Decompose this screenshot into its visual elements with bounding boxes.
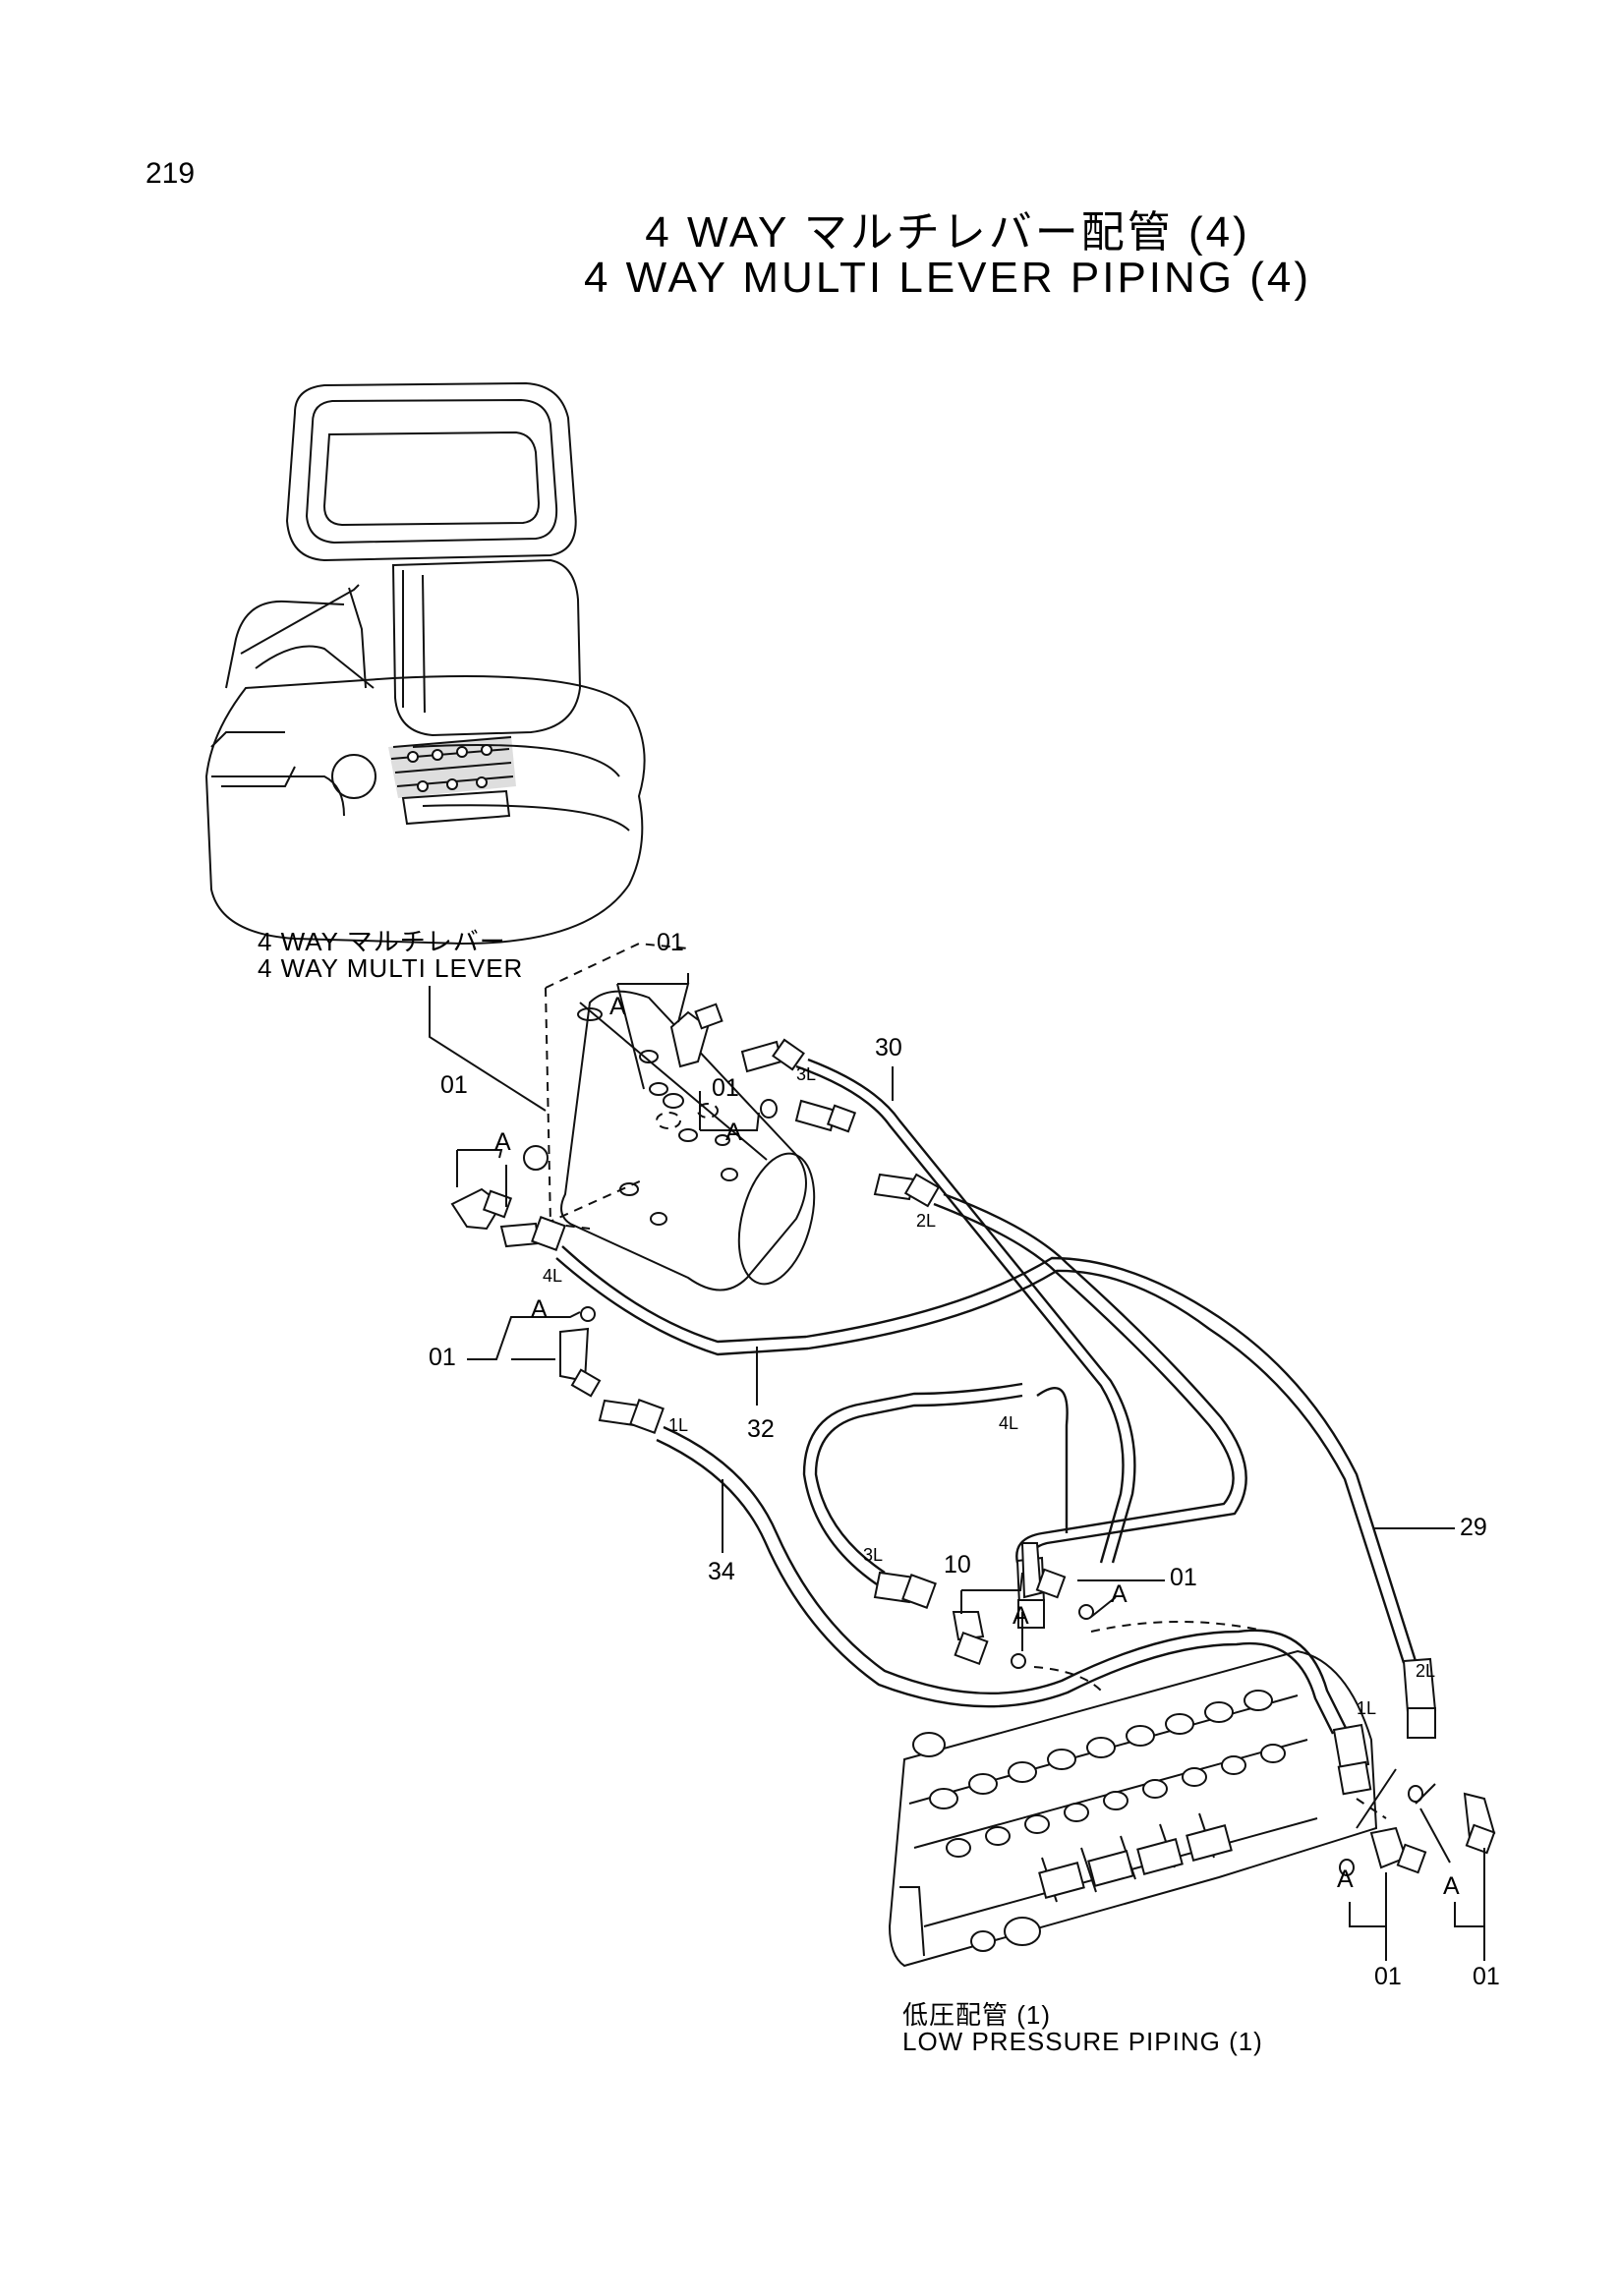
leader-a-bottom-3 [1419,1808,1451,1864]
leader-01-bottom-1 [1349,1872,1387,1961]
leader-01-mid [699,1091,760,1131]
callout-01-bottom-2: 01 [1473,1963,1500,1990]
elbow-fitting-bottom-2 [1408,1785,1496,1855]
control-valve-block [888,1621,1378,1968]
leader-10 [960,1572,1023,1614]
hose-3l-mid [802,1382,1069,1609]
callout-34: 34 [708,1558,735,1585]
leader-01-top [617,983,690,1023]
detail-mark-a: A [1337,1866,1354,1893]
callout-32: 32 [747,1415,775,1443]
straight-fitting-mid [760,1099,857,1133]
detail-mark-a: A [494,1128,511,1156]
callout-10: 10 [944,1551,971,1578]
detail-mark-a: A [725,1119,742,1146]
leader-multi-lever [429,986,547,1112]
port-mark-3l: 3L [863,1545,884,1565]
detail-mark-a: A [1012,1602,1029,1630]
port-mark-3l: 3L [796,1064,817,1084]
seat-overview-illustration [204,381,646,946]
port-mark-4l: 4L [543,1266,563,1286]
detail-mark-a: A [1443,1872,1460,1900]
leader-a-bottom-1 [1356,1768,1397,1829]
oring-right [1078,1604,1094,1620]
label-multi-lever-jp: 4 WAY マルチレバー [258,927,506,956]
leader-01-left [456,1149,507,1207]
callout-01-bottom-1: 01 [1374,1963,1402,1990]
callout-01-lower-left: 01 [429,1344,456,1371]
oring-mid [1011,1653,1026,1669]
connector-10 [952,1611,989,1666]
detail-mark-a: A [1111,1580,1128,1608]
callout-01-left: 01 [440,1071,468,1099]
elbow-fitting-left [450,1145,549,1231]
leader-01-bottom-2 [1454,1848,1485,1961]
title-japanese: 4 WAY マルチレバー配管 (4) [645,208,1250,257]
multi-lever-valve-body [545,942,816,1292]
callout-30: 30 [875,1034,902,1062]
callout-01-mid: 01 [712,1074,739,1102]
leader-a-bottom-2 [1415,1783,1436,1805]
elbow-fitting-top [649,973,723,1096]
page-number: 219 [145,157,196,190]
title-english: 4 WAY MULTI LEVER PIPING (4) [583,254,1312,302]
port-mark-1l: 1L [1357,1698,1377,1718]
port-mark-4l: 4L [999,1413,1019,1433]
port-mark-1l: 1L [668,1415,689,1435]
leader-01-lower-left [467,1311,581,1360]
detail-mark-a: A [531,1295,548,1323]
leader-a-right [1090,1596,1117,1618]
port-mark-2l: 2L [916,1211,937,1231]
tee-fitting-01-mid [1020,1542,1067,1599]
label-low-pressure-en: LOW PRESSURE PIPING (1) [902,2027,1263,2056]
hose-32 [499,1216,1437,1739]
port-mark-2l: 2L [1416,1661,1436,1681]
elbow-fitting-lower-left [559,1306,602,1398]
callout-29: 29 [1460,1514,1487,1541]
callout-01-right: 01 [1170,1564,1197,1591]
dash-link-bottom [1356,1798,1387,1819]
callout-01-top: 01 [657,929,684,956]
label-low-pressure-jp: 低圧配管 (1) [902,2000,1052,2030]
detail-mark-a: A [609,993,626,1020]
dash-link-mid [1033,1666,1102,1692]
label-multi-lever-en: 4 WAY MULTI LEVER [258,953,524,983]
leader-01-top-a [616,983,645,1090]
hose-34 [598,1399,1372,1796]
elbow-fitting-bottom-1 [1339,1826,1427,1876]
hose-30 [740,1038,1247,1566]
